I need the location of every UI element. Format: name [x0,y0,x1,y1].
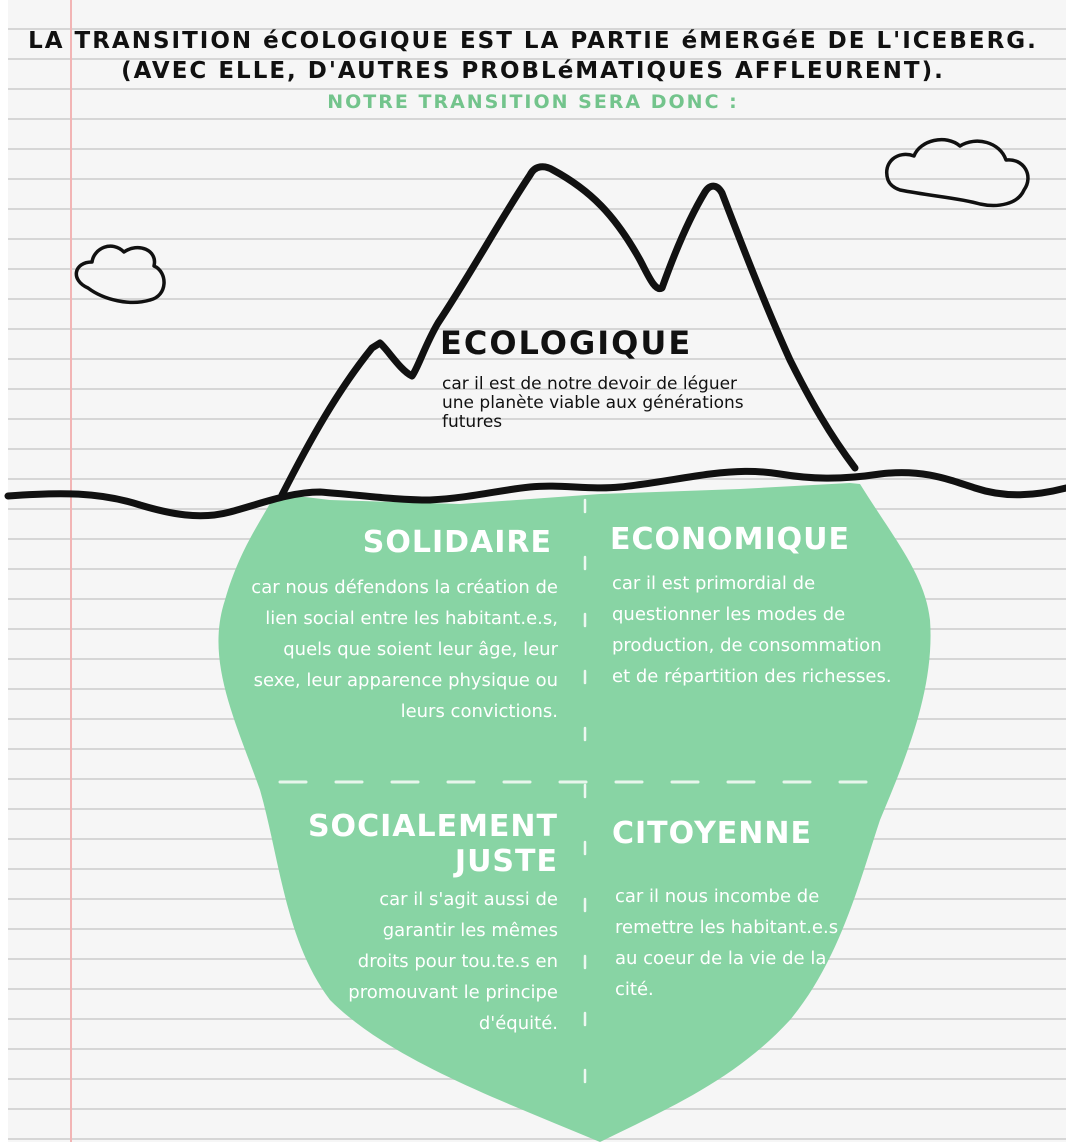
title-socialement-juste: SOCIALEMENT JUSTE [307,809,558,879]
cloud-right-icon [884,137,1030,208]
title-ecologique: ECOLOGIQUE [440,324,693,362]
text-solidaire: car nous défendons la création de lien s… [251,577,558,722]
title-economique: ECONOMIQUE [610,522,850,557]
notebook-margin-line [70,0,72,1142]
header-line-3: NOTRE TRANSITION SERA DONC : [327,91,739,113]
title-solidaire: SOLIDAIRE [362,525,552,560]
waterline [4,467,1066,520]
text-ecologique: car il est de notre devoir de léguer une… [442,374,744,432]
text-socialement-juste: car il s'agit aussi de garantir les même… [348,889,558,1034]
text-citoyenne: car il nous incombe de remettre les habi… [615,886,839,1000]
cloud-left-icon [74,244,166,305]
title-citoyenne: CITOYENNE [612,816,813,851]
text-economique: car il est primordial de questionner les… [612,573,892,687]
iceberg-tip-outline [278,163,859,499]
header-line-1: LA TRANSITION éCOLOGIQUE EST LA PARTIE é… [28,28,1038,54]
iceberg-underwater-shape [218,483,931,1142]
page-edge [0,0,8,1142]
header-line-2: (AVEC ELLE, D'AUTRES PROBLéMATIQUES AFFL… [121,58,945,84]
header: LA TRANSITION éCOLOGIQUE EST LA PARTIE é… [0,26,1066,116]
